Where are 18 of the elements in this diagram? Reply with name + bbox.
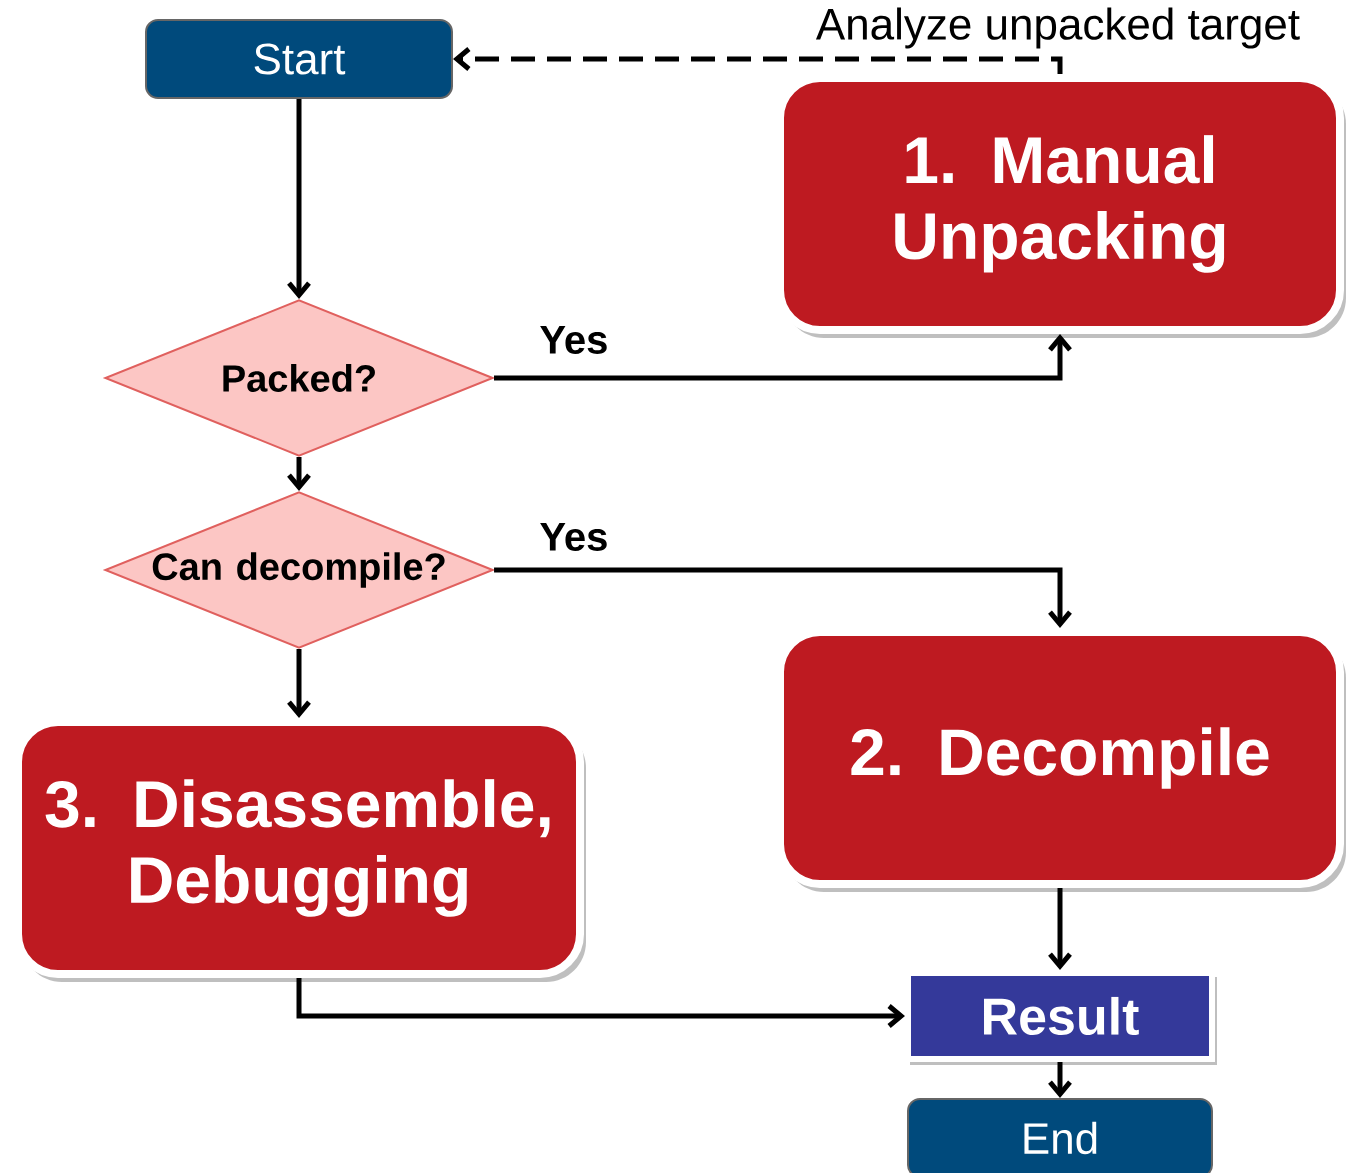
arrow (1048, 888, 1072, 970)
arrow (1048, 1062, 1072, 1098)
arrow (287, 649, 311, 718)
process-box: 1. Manual Unpacking (776, 74, 1346, 338)
edge-label: Yes (537, 324, 611, 356)
arrow (494, 334, 1072, 381)
arrow (287, 99, 311, 299)
process-box: 2. Decompile (776, 628, 1346, 892)
arrow (296, 978, 905, 1028)
terminal-box: End (907, 1098, 1213, 1173)
process-box: 3. Disassemble, Debugging (14, 718, 586, 982)
edge-label: Analyze unpacked target (813, 5, 1303, 51)
arrow (453, 47, 1063, 74)
terminal-box: Start (145, 19, 453, 99)
result-box: Result (905, 970, 1217, 1065)
arrow (494, 567, 1072, 628)
edge-label: Yes (537, 521, 611, 553)
arrow (287, 457, 311, 491)
